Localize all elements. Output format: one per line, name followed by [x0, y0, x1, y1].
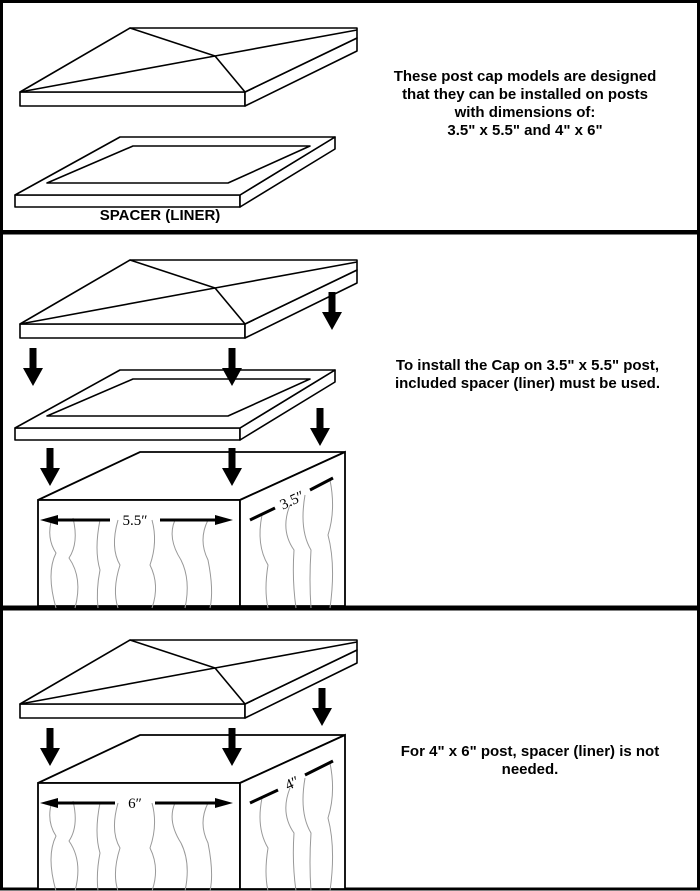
spacer-liner — [14, 369, 336, 441]
post-cap — [19, 27, 358, 107]
dimension-label: 4″ — [283, 774, 302, 794]
down-arrow-icon — [40, 728, 60, 766]
post-4x6: 6″ 4″ — [37, 733, 346, 891]
spacer-liner — [14, 136, 336, 208]
down-arrow-icon — [312, 688, 332, 726]
panel-2-border — [0, 231, 700, 609]
spacer-instruction: To install the Cap on 3.5" x 5.5" post, … — [355, 357, 700, 393]
note-line: These post cap models are designed — [393, 68, 657, 85]
note-line: needed. — [501, 761, 559, 778]
panel-3-border — [0, 607, 700, 891]
note-line: that they can be installed on posts — [402, 86, 648, 103]
note-line: To install the Cap on 3.5" x 5.5" post, — [395, 357, 660, 374]
post-cap — [19, 259, 358, 339]
compatibility-note: These post cap models are designed that … — [360, 68, 690, 140]
note-line: included spacer (liner) must be used. — [394, 375, 661, 392]
down-arrow-icon — [310, 408, 330, 446]
note-line: with dimensions of: — [454, 104, 596, 121]
width-dimension: 5.5″ — [40, 513, 233, 529]
post-cap — [19, 639, 358, 719]
down-arrow-icon — [40, 448, 60, 486]
dimension-label: 5.5″ — [123, 513, 148, 529]
note-line: For 4" x 6" post, spacer (liner) is not — [400, 743, 660, 760]
post-3.5x5.5 — [37, 450, 346, 609]
spacer-label: SPACER (LINER) — [99, 207, 221, 224]
dimension-label: 6″ — [128, 796, 142, 812]
note-line: 3.5" x 5.5" and 4" x 6" — [447, 122, 603, 139]
no-spacer-instruction: For 4" x 6" post, spacer (liner) is not … — [360, 743, 700, 779]
down-arrow-icon — [23, 348, 43, 386]
